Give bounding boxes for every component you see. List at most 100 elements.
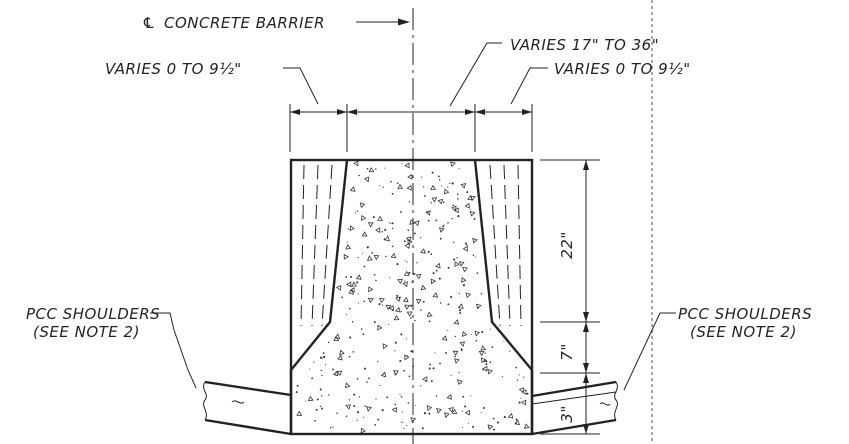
aggregate-triangle <box>368 167 375 173</box>
shoulder-note-right-line2: (SEE NOTE 2) <box>690 323 797 341</box>
aggregate-dot <box>321 395 323 397</box>
aggregate-dot <box>400 310 403 312</box>
aggregate-triangle <box>458 261 465 267</box>
aggregate-dot <box>450 297 452 299</box>
vertical-dimension-lines <box>540 159 600 435</box>
aggregate-dot <box>447 329 449 331</box>
dim-3-inch: 3" <box>558 405 576 422</box>
aggregate-dot <box>332 368 334 371</box>
aggregate-triangle <box>453 207 459 214</box>
aggregate-dot <box>390 222 392 224</box>
varies-right-text: VARIES 0 TO 9½" <box>554 60 691 78</box>
aggregate-dot <box>476 272 479 274</box>
aggregate-dot <box>435 395 438 397</box>
aggregate-dot <box>493 428 495 431</box>
aggregate-triangle <box>368 286 374 293</box>
aggregate-dot <box>384 167 386 169</box>
aggregate-dot <box>515 422 518 424</box>
aggregate-dot <box>430 253 433 255</box>
aggregate-dot <box>435 269 438 272</box>
aggregate-dot <box>320 369 322 372</box>
aggregate-triangle <box>402 296 409 303</box>
aggregate-dot <box>315 408 318 411</box>
aggregate-dot <box>391 222 394 225</box>
aggregate-triangle <box>373 254 380 261</box>
aggregate-dot <box>410 350 413 353</box>
aggregate-dot <box>461 410 463 412</box>
aggregate-dot <box>347 228 349 230</box>
aggregate-dot <box>457 215 460 218</box>
aggregate-dot <box>430 202 433 204</box>
aggregate-triangle <box>426 311 433 318</box>
aggregate-dot <box>323 355 326 359</box>
aggregate-dot <box>309 368 311 370</box>
aggregate-dot <box>296 384 299 387</box>
aggregate-triangle <box>391 407 398 413</box>
aggregate-triangle <box>345 404 352 410</box>
aggregate-dot <box>458 292 460 295</box>
aggregate-triangle <box>377 215 383 221</box>
aggregate-triangle <box>344 382 351 389</box>
aggregate-triangle <box>435 262 441 269</box>
aggregate-triangle <box>437 198 444 205</box>
aggregate-dot <box>480 293 483 295</box>
aggregate-dot <box>462 395 465 398</box>
aggregate-dot <box>356 210 359 212</box>
aggregate-triangle <box>351 281 358 287</box>
aggregate-dot <box>371 252 373 254</box>
aggregate-triangle <box>348 289 354 295</box>
aggregate-dot <box>378 303 381 306</box>
aggregate-triangle <box>413 220 420 227</box>
aggregate-dot <box>357 411 360 414</box>
aggregate-dot <box>322 352 325 354</box>
aggregate-dot <box>357 302 360 304</box>
aggregate-dot <box>447 222 449 224</box>
aggregate-dot <box>413 232 416 235</box>
aggregate-triangle <box>472 237 478 244</box>
aggregate-dot <box>459 312 462 315</box>
aggregate-dot <box>438 175 440 178</box>
aggregate-dot <box>352 351 354 353</box>
aggregate-triangle <box>395 306 401 313</box>
aggregate-dot <box>523 376 525 378</box>
aggregate-dot <box>518 374 520 376</box>
aggregate-triangle <box>349 186 356 192</box>
aggregate-triangle <box>435 408 442 414</box>
aggregate-dot <box>420 237 422 239</box>
aggregate-dot <box>477 306 480 309</box>
aggregate-dot <box>311 377 313 380</box>
aggregate-dot <box>364 405 367 408</box>
aggregate-dot <box>515 366 518 369</box>
aggregate-dot <box>319 388 322 391</box>
aggregate-triangle <box>343 253 350 260</box>
aggregate-triangle <box>404 162 410 169</box>
aggregate-triangle <box>425 210 431 216</box>
aggregate-dot <box>440 302 442 304</box>
aggregate-dot <box>501 376 504 378</box>
top-dimension-lines <box>289 104 533 152</box>
aggregate-dot <box>396 263 399 266</box>
aggregate-dot <box>398 297 401 299</box>
aggregate-dot <box>399 393 401 396</box>
aggregate-dot <box>439 362 441 365</box>
aggregate-dot <box>394 341 397 344</box>
aggregate-dot <box>366 381 368 383</box>
aggregate-dot <box>373 321 376 324</box>
aggregate-triangle <box>454 261 460 267</box>
aggregate-triangle <box>360 427 366 434</box>
aggregate-dot <box>450 374 452 376</box>
aggregate-dot <box>460 348 463 350</box>
aggregate-triangle <box>409 219 416 225</box>
aggregate-dot <box>456 193 459 195</box>
aggregate-dot <box>421 427 424 430</box>
aggregate-dot <box>357 256 359 259</box>
aggregate-triangle <box>461 276 467 283</box>
aggregate-dot <box>454 335 457 338</box>
aggregate-triangle <box>332 370 339 377</box>
aggregate-dot <box>356 281 359 284</box>
aggregate-triangle <box>430 184 437 191</box>
aggregate-dot <box>348 307 351 310</box>
aggregate-dot <box>456 257 458 259</box>
aggregate-dot <box>384 228 387 231</box>
aggregate-dot <box>335 373 337 376</box>
